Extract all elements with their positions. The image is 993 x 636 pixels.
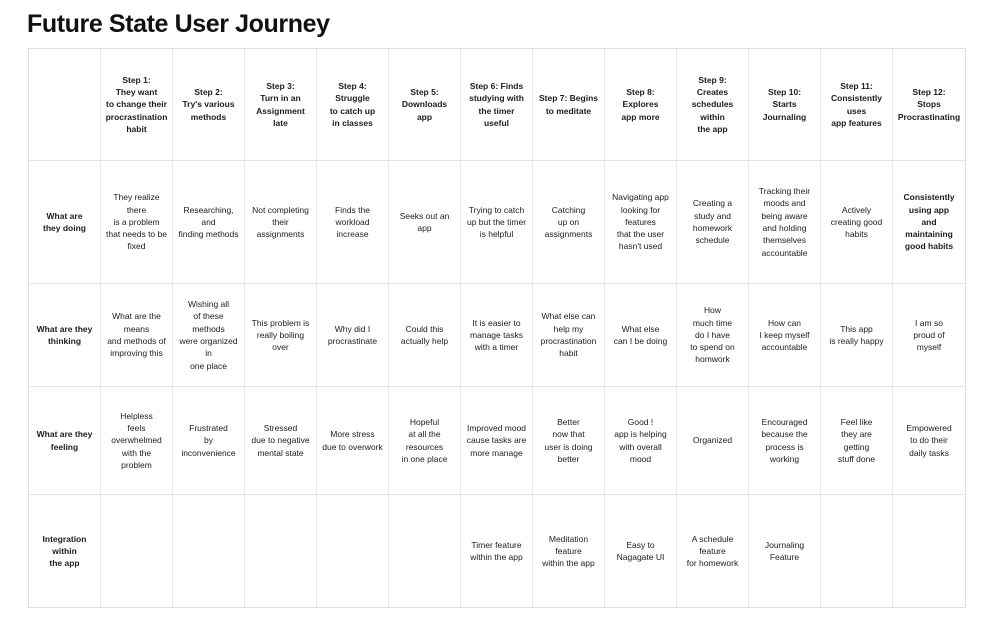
journey-cell: It is easier to manage tasks with a time…: [461, 284, 533, 387]
step-header: Step 1: They want to change their procra…: [101, 49, 173, 161]
step-header: Step 10: Starts Journaling: [749, 49, 821, 161]
journey-cell: [389, 495, 461, 607]
journey-table: Step 1: They want to change their procra…: [28, 48, 966, 608]
journey-cell: [821, 495, 893, 607]
journey-cell: Consistently using app and maintaining g…: [893, 161, 965, 284]
journey-cell: Why did I procrastinate: [317, 284, 389, 387]
journey-cell: Timer feature within the app: [461, 495, 533, 607]
corner-cell: [29, 49, 101, 161]
journey-cell: What else can help my procrastination ha…: [533, 284, 605, 387]
journey-cell: Researching, and finding methods: [173, 161, 245, 284]
journey-cell: [893, 495, 965, 607]
journey-cell: How can I keep myself accountable: [749, 284, 821, 387]
step-header: Step 8: Explores app more: [605, 49, 677, 161]
journey-cell: Good ! app is helping with overall mood: [605, 387, 677, 495]
journey-cell: Empowered to do their daily tasks: [893, 387, 965, 495]
journey-cell: They realize there is a problem that nee…: [101, 161, 173, 284]
journey-cell: [173, 495, 245, 607]
journey-cell: Feel like they are getting stuff done: [821, 387, 893, 495]
journey-cell: This app is really happy: [821, 284, 893, 387]
journey-cell: What are the means and methods of improv…: [101, 284, 173, 387]
journey-cell: Helpless feels overwhelmed with the prob…: [101, 387, 173, 495]
row-label: Integration within the app: [29, 495, 101, 607]
journey-cell: I am so proud of myself: [893, 284, 965, 387]
journey-cell: [101, 495, 173, 607]
journey-cell: More stress due to overwork: [317, 387, 389, 495]
row-label: What are they doing: [29, 161, 101, 284]
journey-cell: Creating a study and homework schedule: [677, 161, 749, 284]
journey-cell: [317, 495, 389, 607]
journey-cell: Not completing their assignments: [245, 161, 317, 284]
journey-cell: Journaling Feature: [749, 495, 821, 607]
journey-cell: Stressed due to negative mental state: [245, 387, 317, 495]
journey-cell: Navigating app looking for features that…: [605, 161, 677, 284]
journey-cell: Actively creating good habits: [821, 161, 893, 284]
journey-cell: Could this actually help: [389, 284, 461, 387]
journey-cell: Seeks out an app: [389, 161, 461, 284]
journey-cell: Easy to Nagagate UI: [605, 495, 677, 607]
journey-cell: What else can I be doing: [605, 284, 677, 387]
journey-cell: Better now that user is doing better: [533, 387, 605, 495]
journey-cell: Hopeful at all the resources in one plac…: [389, 387, 461, 495]
journey-cell: Frustrated by inconvenience: [173, 387, 245, 495]
journey-cell: Encouraged because the process is workin…: [749, 387, 821, 495]
step-header: Step 7: Begins to meditate: [533, 49, 605, 161]
row-label: What are they thinking: [29, 284, 101, 387]
step-header: Step 3: Turn in an Assignment late: [245, 49, 317, 161]
journey-cell: A schedule feature for homework: [677, 495, 749, 607]
step-header: Step 11: Consistently uses app features: [821, 49, 893, 161]
journey-cell: Wishing all of these methods were organi…: [173, 284, 245, 387]
step-header: Step 6: Finds studying with the timer us…: [461, 49, 533, 161]
journey-cell: Improved mood cause tasks are more manag…: [461, 387, 533, 495]
step-header: Step 2: Try's various methods: [173, 49, 245, 161]
journey-cell: Catching up on assignments: [533, 161, 605, 284]
journey-cell: Organized: [677, 387, 749, 495]
journey-cell: Finds the workload increase: [317, 161, 389, 284]
row-label: What are they feeling: [29, 387, 101, 495]
journey-cell: Tracking their moods and being aware and…: [749, 161, 821, 284]
step-header: Step 12: Stops Procrastinating: [893, 49, 965, 161]
step-header: Step 5: Downloads app: [389, 49, 461, 161]
step-header: Step 4: Struggle to catch up in classes: [317, 49, 389, 161]
journey-cell: How much time do I have to spend on homw…: [677, 284, 749, 387]
journey-cell: [245, 495, 317, 607]
step-header: Step 9: Creates schedules within the app: [677, 49, 749, 161]
journey-cell: This problem is really boiling over: [245, 284, 317, 387]
journey-cell: Trying to catch up but the timer is help…: [461, 161, 533, 284]
page-title: Future State User Journey: [27, 10, 330, 38]
journey-cell: Meditation feature within the app: [533, 495, 605, 607]
